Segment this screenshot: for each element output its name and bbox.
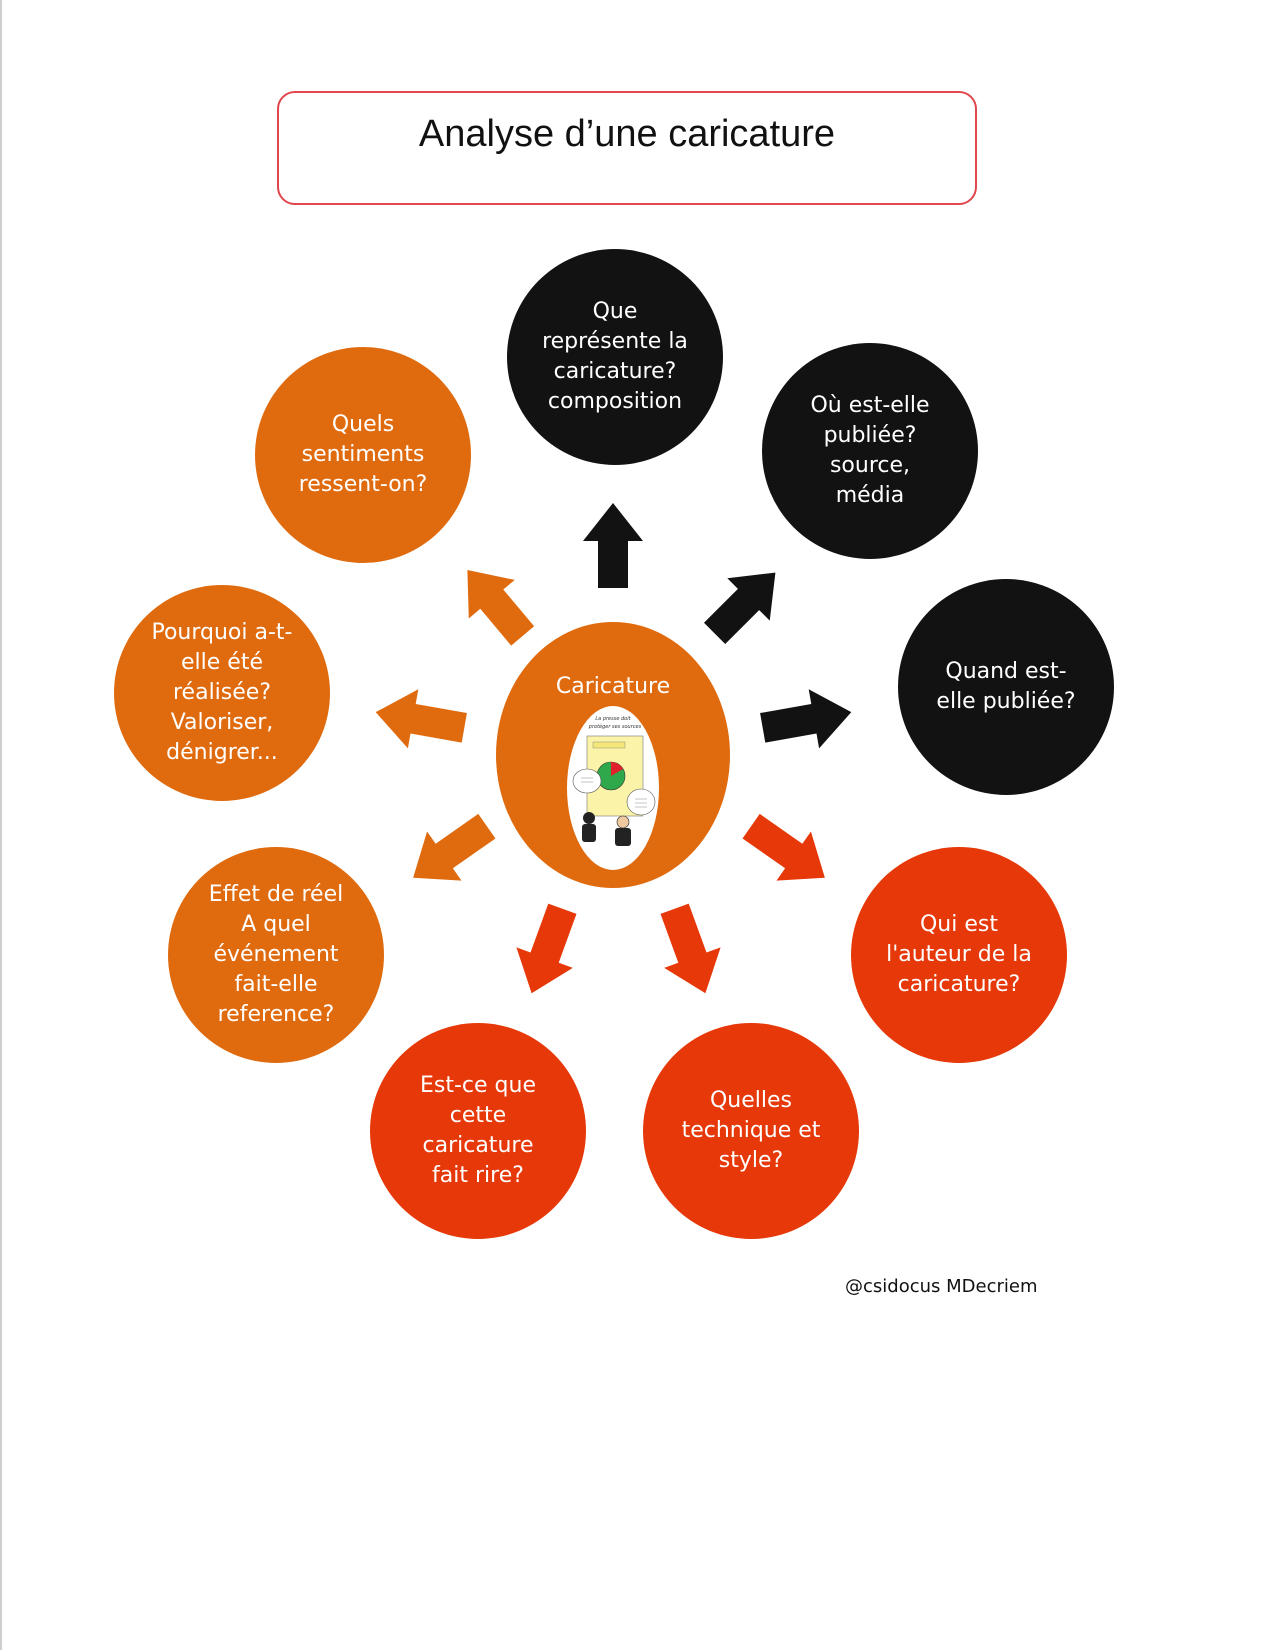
node-quand: Quand est- elle publiée? <box>898 579 1114 795</box>
arrow-right-icon <box>760 689 852 749</box>
page-edge-rule <box>0 0 2 1650</box>
arrow-up-left-icon <box>467 570 535 646</box>
title-box: Analyse d’une caricature <box>277 91 977 205</box>
node-represente: Que représente la caricature? compositio… <box>507 249 723 465</box>
center-label: Caricature <box>555 674 671 699</box>
arrow-left-icon <box>375 689 467 749</box>
svg-text:protéger ses sources: protéger ses sources <box>588 723 642 730</box>
cartoon-illustration: La presse doit protéger ses sources <box>567 706 659 870</box>
node-rire: Est-ce que cette caricature fait rire? <box>370 1023 586 1239</box>
node-rire-label: Est-ce que cette caricature fait rire? <box>420 1073 536 1188</box>
arrow-down-right-icon <box>742 813 825 881</box>
arrow-up-right-icon <box>703 572 776 645</box>
node-sentiments-label: Quels sentiments ressent-on? <box>298 412 428 497</box>
arrow-down-right-steep-icon <box>660 903 721 994</box>
node-publiee: Où est-elle publiée? source, média <box>762 343 978 559</box>
node-represente-label: Que représente la caricature? compositio… <box>542 299 688 414</box>
arrow-down-left-steep-icon <box>516 903 577 994</box>
node-sentiments: Quels sentiments ressent-on? <box>255 347 471 563</box>
arrow-up-icon <box>583 503 643 588</box>
node-auteur: Qui est l'auteur de la caricature? <box>851 847 1067 1063</box>
node-effet-label: Effet de réel A quel événement fait-elle… <box>208 882 344 1027</box>
credit-text: @csidocus MDecriem <box>845 1276 1038 1297</box>
arrow-down-left-icon <box>413 813 496 881</box>
page-title: Analyse d’une caricature <box>418 113 836 155</box>
node-technique-label: Quelles technique et style? <box>681 1088 821 1173</box>
node-publiee-label: Où est-elle publiée? source, média <box>810 393 930 508</box>
node-effet: Effet de réel A quel événement fait-elle… <box>168 847 384 1063</box>
node-pourquoi: Pourquoi a-t- elle été réalisée? Valoris… <box>114 585 330 801</box>
node-auteur-label: Qui est l'auteur de la caricature? <box>886 912 1032 997</box>
node-quand-label: Quand est- elle publiée? <box>936 659 1076 714</box>
node-technique: Quelles technique et style? <box>643 1023 859 1239</box>
node-pourquoi-label: Pourquoi a-t- elle été réalisée? Valoris… <box>151 620 293 765</box>
svg-text:La presse doit: La presse doit <box>595 716 631 722</box>
